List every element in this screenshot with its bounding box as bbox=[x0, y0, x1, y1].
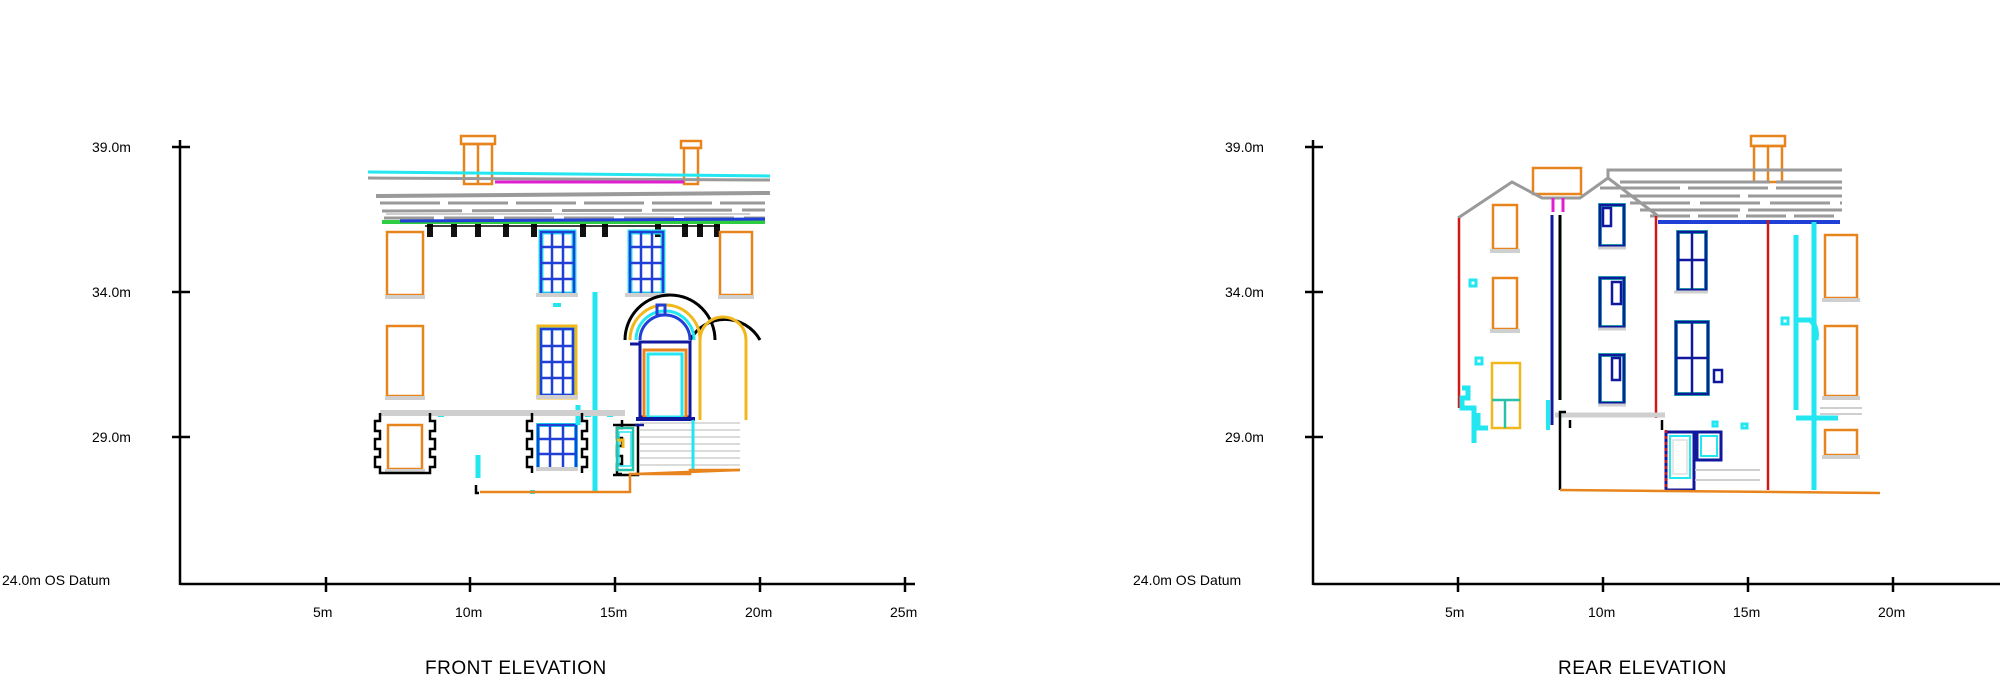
rear-y-tick-39: 39.0m bbox=[1225, 139, 1264, 155]
rear-roof bbox=[1457, 168, 1842, 220]
front-elevation: 39.0m 34.0m 29.0m 24.0m OS Datum 5m 10m … bbox=[2, 134, 917, 678]
rear-y-tick-29: 29.0m bbox=[1225, 429, 1264, 445]
front-y-tick-39: 39.0m bbox=[92, 139, 131, 155]
rear-x-tick-5: 5m bbox=[1445, 604, 1464, 620]
front-x-tick-10: 10m bbox=[455, 604, 482, 620]
rear-vents bbox=[1468, 278, 1790, 430]
rear-ground-line bbox=[1559, 488, 1881, 495]
front-left-wing-windows bbox=[385, 230, 425, 473]
rear-y-tick-34: 34.0m bbox=[1225, 284, 1264, 300]
rear-right-windows bbox=[1674, 230, 1724, 396]
front-elevation-title: FRONT ELEVATION bbox=[425, 658, 607, 678]
rear-far-right-windows bbox=[1822, 233, 1860, 459]
front-sash-window-4 bbox=[536, 423, 578, 471]
front-x-tick-15: 15m bbox=[600, 604, 627, 620]
front-sash-window-2 bbox=[627, 229, 666, 297]
rear-centre-windows bbox=[1598, 203, 1626, 407]
rear-basement bbox=[1555, 410, 1760, 492]
rear-left-downpipe bbox=[1459, 385, 1488, 443]
front-right-wing-window bbox=[718, 230, 754, 299]
front-roof bbox=[367, 170, 771, 224]
front-x-tick-5: 5m bbox=[313, 604, 332, 620]
rear-elevation-title: REAR ELEVATION bbox=[1558, 658, 1727, 678]
front-basement-door bbox=[613, 423, 644, 477]
front-sash-window-3 bbox=[536, 324, 578, 400]
rear-x-tick-15: 15m bbox=[1733, 604, 1760, 620]
rear-x-tick-20: 20m bbox=[1878, 604, 1905, 620]
rear-wall-lines bbox=[1457, 216, 1770, 490]
rear-centre-pipes bbox=[1546, 198, 1565, 430]
front-x-tick-25: 25m bbox=[890, 604, 917, 620]
front-ground-line bbox=[480, 468, 741, 494]
front-steps bbox=[640, 422, 740, 466]
rear-right-downpipes bbox=[1793, 222, 1838, 490]
rear-elevation: 39.0m 34.0m 29.0m 24.0m OS Datum 5m 10m … bbox=[1133, 134, 2000, 678]
rear-datum-label: 24.0m OS Datum bbox=[1133, 572, 1241, 588]
front-building bbox=[367, 134, 771, 495]
rear-right-rails bbox=[1820, 407, 1862, 415]
front-sash-window-1 bbox=[538, 229, 577, 297]
rear-axes bbox=[1305, 140, 2000, 592]
front-y-tick-34: 34.0m bbox=[92, 284, 131, 300]
front-axes bbox=[172, 140, 915, 592]
front-x-tick-20: 20m bbox=[745, 604, 772, 620]
rear-left-windows bbox=[1490, 203, 1522, 430]
front-datum-label: 24.0m OS Datum bbox=[2, 572, 110, 588]
front-y-tick-29: 29.0m bbox=[92, 429, 131, 445]
rear-chimneys bbox=[1531, 134, 1787, 196]
rear-x-tick-10: 10m bbox=[1588, 604, 1615, 620]
front-chimneys bbox=[459, 134, 703, 186]
rear-building bbox=[1457, 134, 1881, 495]
front-door-arch bbox=[623, 293, 762, 421]
